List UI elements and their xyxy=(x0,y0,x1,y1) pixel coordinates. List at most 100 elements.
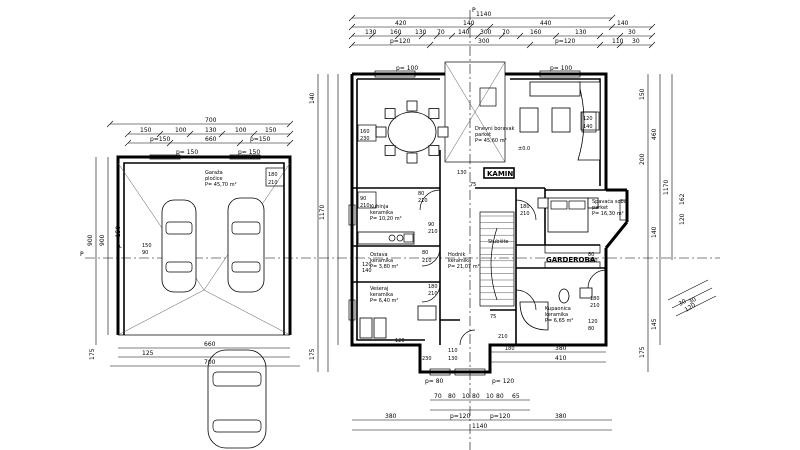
sink xyxy=(579,287,593,299)
dining-table xyxy=(387,111,437,153)
dim-top-r4-0: p=120 xyxy=(390,38,410,45)
dim-top-r3-3: 70 xyxy=(437,29,445,36)
door-swing xyxy=(515,199,537,221)
opening-living-left: p= 100 xyxy=(396,65,418,72)
kitchen-area: P= 10,20 m² xyxy=(370,216,402,222)
rd-8: 145 xyxy=(651,318,658,330)
bedroom-area: P= 16,30 m² xyxy=(592,211,624,217)
bd-p0: p=120 xyxy=(450,413,470,420)
kamin-box xyxy=(483,167,515,179)
dining-chair xyxy=(428,144,440,156)
dim-tick xyxy=(218,130,226,138)
sideboard xyxy=(529,81,581,97)
bedroom: Spavaća soba parket P= 16,30 m² xyxy=(537,197,627,233)
dim-tick xyxy=(394,32,402,40)
rd-5: 120 xyxy=(679,213,686,225)
dim-top-r4-1: 300 xyxy=(478,38,490,45)
pantry: Ostava keramika P= 3,80 m² xyxy=(370,252,398,270)
id-17: 230 xyxy=(422,356,432,362)
dim-garage-r2-0: 150 xyxy=(140,127,152,134)
id-8: 90 xyxy=(428,222,434,228)
opening-entry-right: p= 120 xyxy=(492,378,514,385)
id-28: 210 xyxy=(588,258,598,264)
id-16: 120 xyxy=(395,338,405,344)
laundry: Vešeraj keramika P= 6,40 m² xyxy=(359,285,437,339)
bd-m1: 410 xyxy=(555,355,567,362)
dining-chair xyxy=(375,126,387,138)
axis-mark-top: P xyxy=(472,7,476,14)
pantry-name: Ostava xyxy=(370,252,388,258)
garage: 180 210 Garaža pločice P= 45,70 m² p= 15… xyxy=(116,149,292,449)
id-2: 120 xyxy=(583,116,593,122)
id-10: 80 xyxy=(422,250,428,256)
laundry-name: Vešeraj xyxy=(370,285,388,292)
garage-name: Garaža xyxy=(205,169,223,176)
axis-lines: P P xyxy=(80,7,720,450)
dining-chair xyxy=(406,152,418,164)
stairs-label: Stubište xyxy=(488,238,509,245)
bottom-dimensions: 660 125 700 380 410 70 80 10 80 10 80 65… xyxy=(110,341,612,431)
dim-garage-r2-3: 100 xyxy=(235,127,247,134)
staircase: Stubište xyxy=(479,211,515,307)
door-swing xyxy=(419,189,441,211)
openings: p= 100 p= 100 p= 80 p= 120 xyxy=(348,65,627,385)
bd-m0: 380 xyxy=(555,345,567,352)
dim-top-total: 1140 xyxy=(476,11,491,18)
dim-tick xyxy=(250,130,258,138)
id-7: 210 xyxy=(418,198,428,204)
dim-tick xyxy=(648,32,656,40)
dim-top-r3-5: 300 xyxy=(480,29,492,36)
bd-b3: 80 xyxy=(472,393,480,400)
dim-garage-r2-2: 130 xyxy=(205,127,217,134)
pantry-floor: keramika xyxy=(370,258,393,264)
dim-tick xyxy=(596,41,604,49)
id-6: 80 xyxy=(418,191,424,197)
id-26: 80 xyxy=(588,326,594,332)
living-room-furniture xyxy=(375,81,601,164)
armchair-left xyxy=(519,107,539,133)
id-32: 75 xyxy=(470,182,476,188)
id-29: 180 xyxy=(520,204,530,210)
bd-b2: 10 xyxy=(462,393,470,400)
dim-top-r4-3: 110 xyxy=(612,38,624,45)
dining-chair xyxy=(437,126,449,138)
dim-garage-r2-4: 150 xyxy=(265,127,277,134)
garage-top-dimensions: 700 150 100 130 100 150 p=150 660 p=150 xyxy=(106,117,294,147)
rd-7: 175 xyxy=(639,346,646,358)
dim-tick xyxy=(616,41,624,49)
hall-name: Hodnik xyxy=(448,252,466,258)
dim-tick xyxy=(648,23,656,31)
dim-tick xyxy=(348,32,356,40)
wardrobe: GARDEROBA xyxy=(544,244,601,269)
dim-top-r3-2: 130 xyxy=(415,29,427,36)
dim-tick xyxy=(368,32,376,40)
id-19: 130 xyxy=(448,356,458,362)
hallway: Hodnik keramika P= 21,07 m² xyxy=(448,252,480,270)
dim-top-r3-7: 160 xyxy=(530,29,542,36)
dim-tick xyxy=(124,139,132,147)
dim-top-r3-1: 160 xyxy=(390,29,402,36)
dim-tick xyxy=(608,23,616,31)
dim-tick xyxy=(516,32,524,40)
bd-b5: 80 xyxy=(496,393,504,400)
bath-area: P= 6,65 m² xyxy=(545,318,573,324)
dim-tick xyxy=(608,14,616,22)
dim-tick xyxy=(466,23,474,31)
garage-area: P= 45,70 m² xyxy=(205,182,237,188)
opening-living-right: p= 100 xyxy=(550,65,572,72)
bath-name: Kupaonica xyxy=(545,306,571,312)
dim-tick xyxy=(348,14,356,22)
dim-tick xyxy=(433,32,441,40)
garage-180: 150 xyxy=(142,243,152,249)
door-swings xyxy=(419,189,607,346)
garage-210-label: 210 xyxy=(268,180,278,186)
bay-diagonal-dimensions: 30 30 120 xyxy=(667,279,717,317)
dim-tick xyxy=(486,23,494,31)
dim-top-r2-1: 140 xyxy=(463,20,475,27)
bd-t0: 380 xyxy=(385,413,397,420)
id-21: 210 xyxy=(498,334,508,340)
rd-0: 150 xyxy=(639,88,646,100)
id-13: 140 xyxy=(362,268,372,274)
armchair-right xyxy=(551,107,571,133)
bd-g0: 660 xyxy=(204,341,216,348)
